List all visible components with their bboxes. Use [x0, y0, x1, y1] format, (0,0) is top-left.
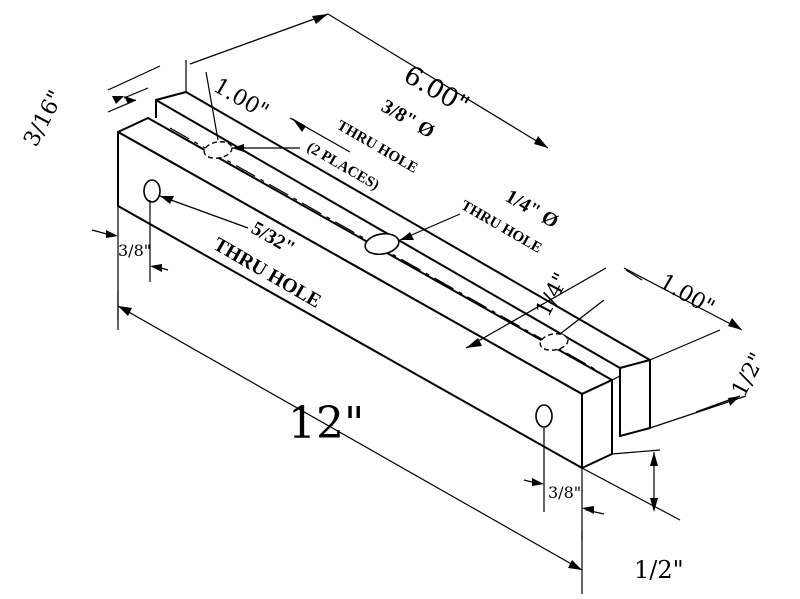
center-hole [364, 232, 400, 256]
back-bar [155, 91, 651, 437]
slot-gap-line [611, 375, 621, 381]
dim-1-2-bottom-label: 1/2" [634, 556, 684, 584]
dim-1-2-right-label: 1/2" [727, 349, 770, 401]
dim-12: 12" [117, 290, 583, 594]
dim-1-2-bottom: 1/2" [581, 449, 684, 584]
front-bar [117, 117, 621, 469]
front-bar-end-face [581, 379, 613, 469]
back-bar-end-face [619, 359, 651, 437]
dim-12-label: 12" [288, 398, 364, 449]
dim-3-8-right-label: 3/8" [548, 483, 581, 502]
dim-3-8-left-label: 3/8" [118, 241, 151, 260]
dim-1-2-right: 1/2" [649, 329, 771, 429]
dim-3-16-label: 3/16" [19, 87, 69, 151]
dim-1-00-right-label: 1.00" [655, 270, 719, 321]
small-hole-left [143, 179, 161, 203]
large-hole-1 [203, 141, 233, 159]
dim-3-8-right: 3/8" [523, 428, 605, 540]
small-hole-right [535, 404, 553, 428]
large-hole-2 [539, 333, 569, 351]
front-bar-top-face [117, 117, 613, 395]
